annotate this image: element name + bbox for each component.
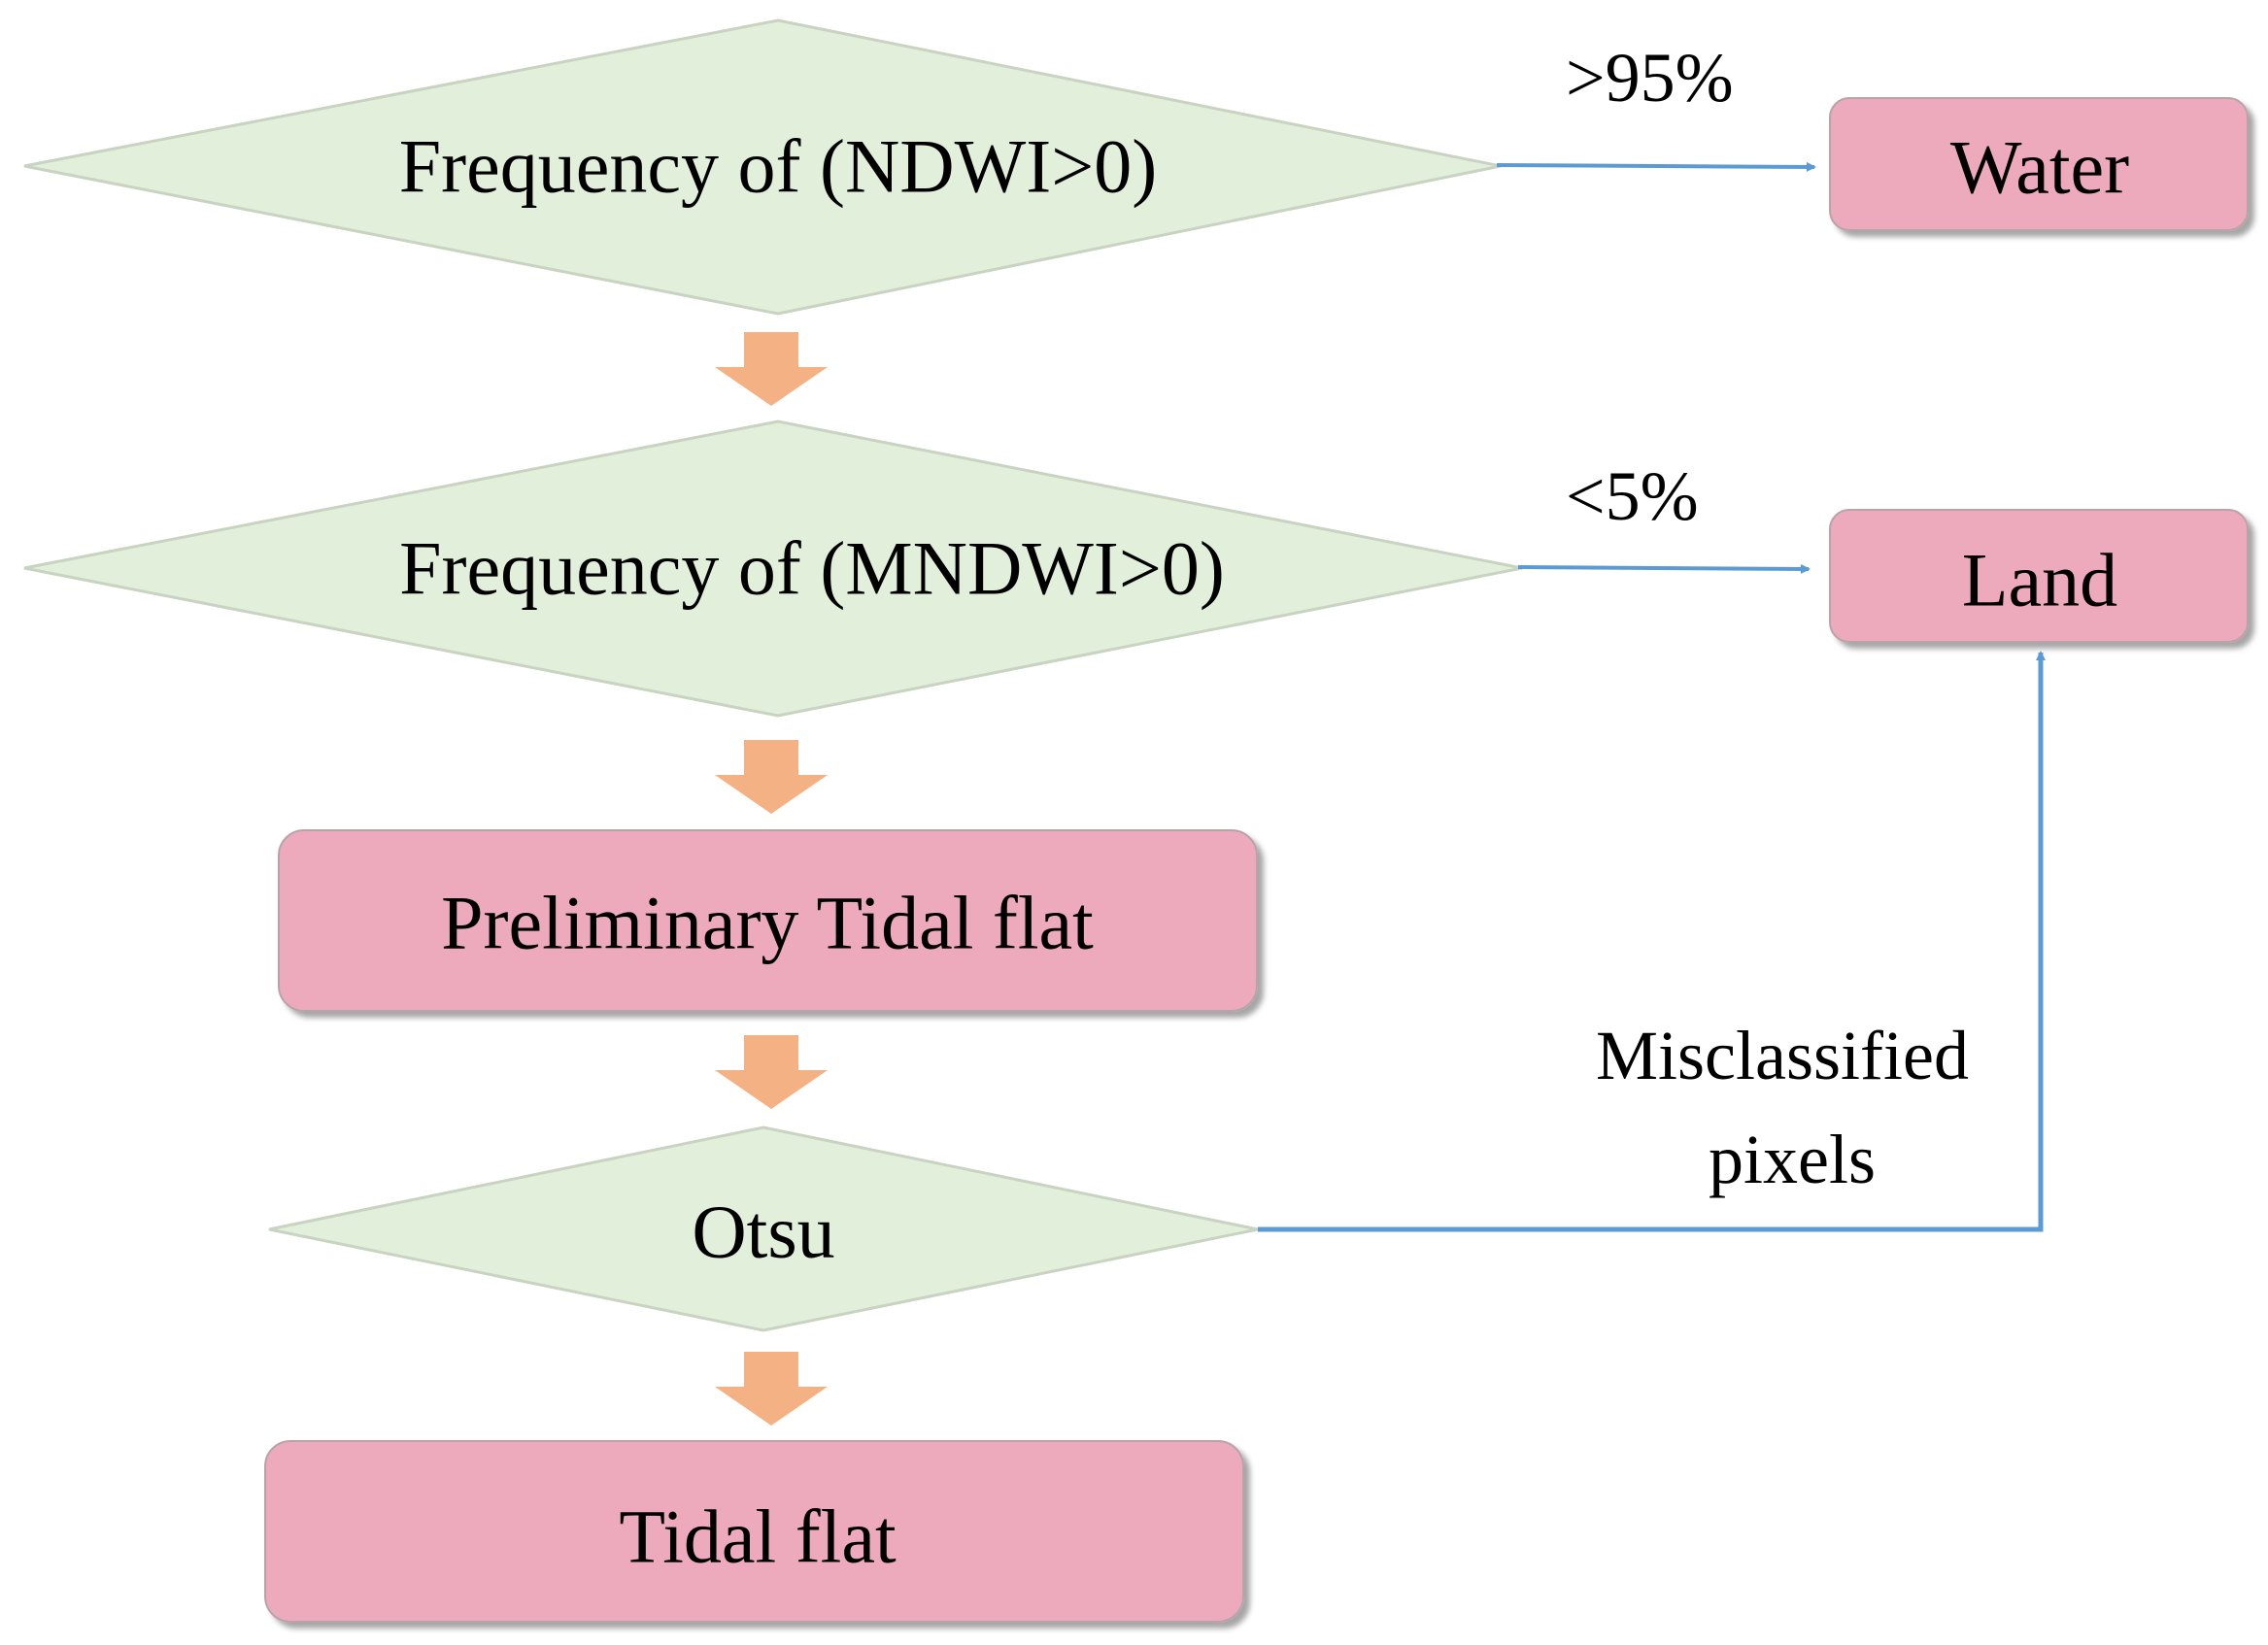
flow-arrow-3 xyxy=(715,1035,828,1109)
water-label: Water xyxy=(1950,125,2129,210)
connector-ndwi-to-water xyxy=(1496,161,1816,172)
land-threshold-label: <5% xyxy=(1566,457,1699,535)
misclassified-label-line2: pixels xyxy=(1709,1121,1876,1198)
land-label: Land xyxy=(1962,538,2117,622)
tidal-flat-box xyxy=(264,1440,1244,1623)
otsu-decision-label: Otsu xyxy=(692,1190,834,1274)
flow-arrow-4 xyxy=(715,1352,828,1426)
ndwi-decision-node: Frequency of (NDWI>0) xyxy=(23,18,1502,316)
preliminary-tidal-flat-box xyxy=(278,829,1258,1012)
water-box xyxy=(1829,97,2249,231)
water-threshold-label: >95% xyxy=(1566,39,1734,117)
mndwi-decision-node: Frequency of (MNDWI>0) xyxy=(23,420,1523,718)
land-node: Land xyxy=(1829,509,2249,643)
otsu-decision-node: Otsu xyxy=(268,1125,1259,1332)
preliminary-tidal-flat-node: Preliminary Tidal flat xyxy=(278,829,1258,1012)
flow-arrow-2 xyxy=(715,740,828,814)
flow-arrow-1 xyxy=(715,332,828,406)
connector-otsu-to-land xyxy=(1258,651,2046,1232)
misclassified-label-line1: Misclassified xyxy=(1596,1017,1969,1094)
tidal-flat-label: Tidal flat xyxy=(619,1494,897,1579)
ndwi-decision-label: Frequency of (NDWI>0) xyxy=(399,124,1157,209)
connector-mndwi-to-land xyxy=(1517,563,1811,574)
water-node: Water xyxy=(1829,97,2249,231)
tidal-flat-node: Tidal flat xyxy=(264,1440,1244,1623)
mndwi-decision-label: Frequency of (MNDWI>0) xyxy=(399,526,1225,611)
preliminary-tidal-flat-label: Preliminary Tidal flat xyxy=(441,881,1094,965)
land-box xyxy=(1829,509,2249,643)
